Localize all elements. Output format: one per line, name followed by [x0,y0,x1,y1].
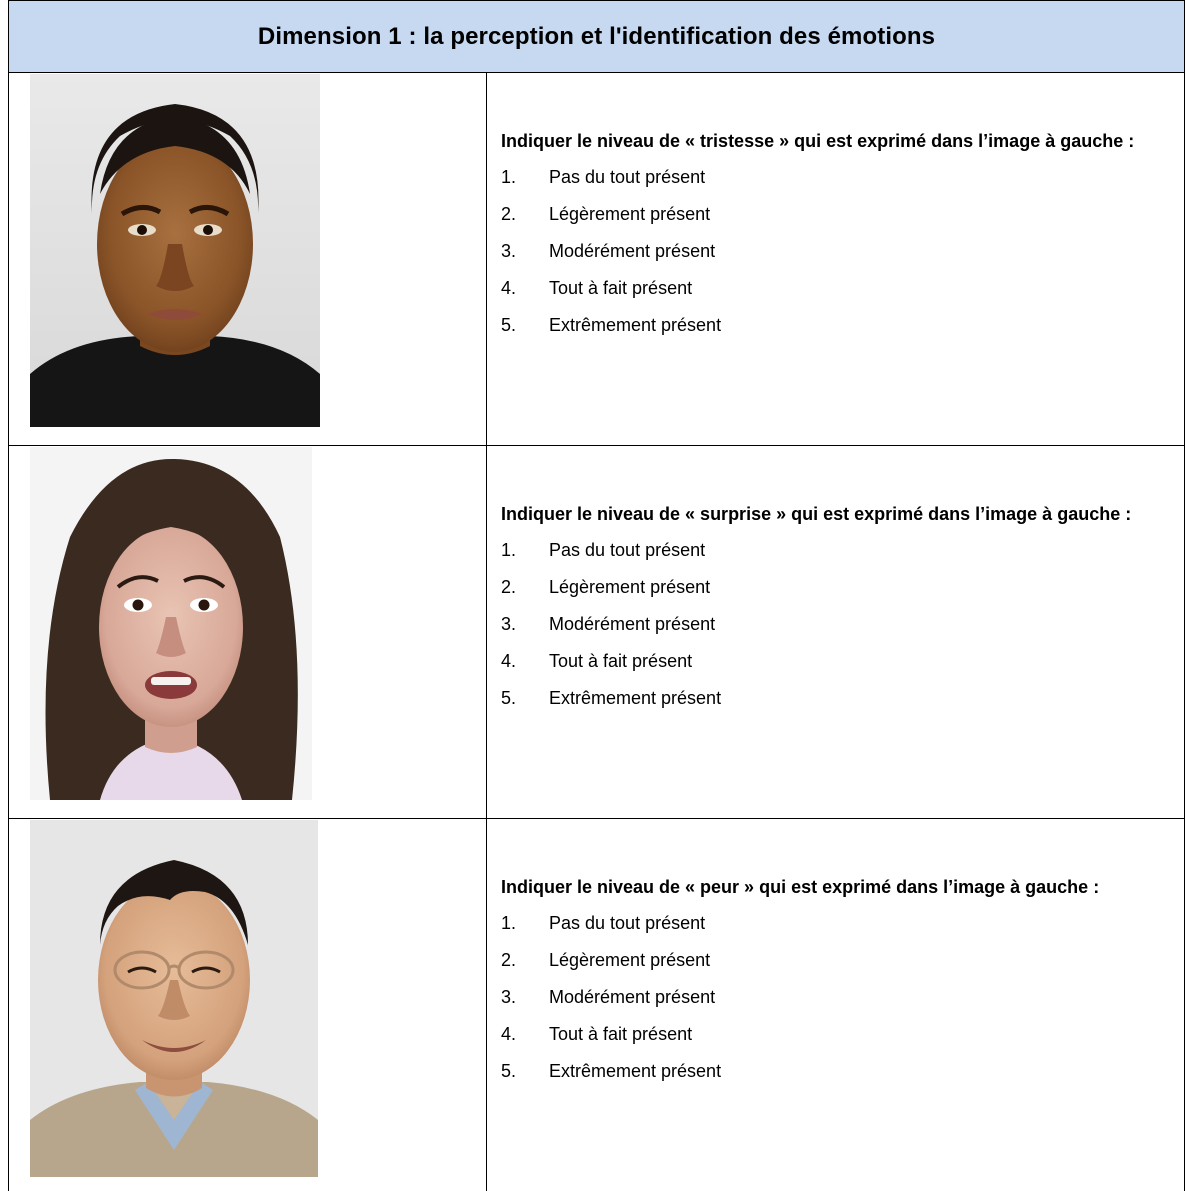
face-photo-woman-short-hair-icon [30,74,320,427]
option-number: 4. [501,1024,517,1044]
option-number: 1. [501,167,517,187]
option-label: Légèrement présent [549,950,711,970]
face-photo-sadness [30,74,320,427]
option-number: 1. [501,913,517,933]
option-item[interactable]: 1. Pas du tout présent [501,905,1171,942]
option-number: 1. [501,540,517,560]
option-label: Tout à fait présent [549,278,693,298]
option-item[interactable]: 4. Tout à fait présent [501,270,1171,307]
option-item[interactable]: 2. Légèrement présent [501,942,1171,979]
option-number: 5. [501,688,517,708]
question-prompt: Indiquer le niveau de « surprise » qui e… [501,504,1132,524]
option-list: 1. Pas du tout présent 2. Légèrement prése… [501,532,1171,717]
option-number: 2. [501,950,517,970]
option-label: Modérément présent [549,614,716,634]
question-prompt: Indiquer le niveau de « peur » qui est e… [501,877,1100,897]
question-block: Indiquer le niveau de « peur » qui est e… [501,869,1171,1090]
face-photo-woman-long-hair-icon [30,447,312,800]
option-item[interactable]: 3. Modérément présent [501,233,1171,270]
option-label: Extrêmement présent [549,315,722,335]
option-number: 5. [501,1061,517,1081]
column-divider [486,73,487,1191]
face-photo-man-glasses-icon [30,820,318,1177]
option-number: 3. [501,614,517,634]
option-number: 3. [501,987,517,1007]
option-item[interactable]: 4. Tout à fait présent [501,1016,1171,1053]
question-row-sadness: Indiquer le niveau de « tristesse » qui … [9,73,1184,446]
option-number: 2. [501,204,517,224]
option-list: 1. Pas du tout présent 2. Légèrement prése… [501,159,1171,344]
option-label: Pas du tout présent [549,540,706,560]
question-block: Indiquer le niveau de « tristesse » qui … [501,123,1171,344]
option-label: Tout à fait présent [549,651,693,671]
question-block: Indiquer le niveau de « surprise » qui e… [501,496,1171,717]
face-photo-surprise [30,447,312,800]
option-item[interactable]: 3. Modérément présent [501,606,1171,643]
option-item[interactable]: 3. Modérément présent [501,979,1171,1016]
option-label: Tout à fait présent [549,1024,693,1044]
option-item[interactable]: 1. Pas du tout présent [501,159,1171,196]
questionnaire-table: Dimension 1 : la perception et l'identif… [8,0,1185,1191]
option-item[interactable]: 2. Légèrement présent [501,569,1171,606]
option-label: Légèrement présent [549,204,711,224]
option-label: Légèrement présent [549,577,711,597]
option-label: Extrêmement présent [549,1061,722,1081]
option-number: 5. [501,315,517,335]
option-item[interactable]: 2. Légèrement présent [501,196,1171,233]
option-list: 1. Pas du tout présent 2. Légèrement prése… [501,905,1171,1090]
table-header: Dimension 1 : la perception et l'identif… [9,0,1184,73]
option-label: Extrêmement présent [549,688,722,708]
option-label: Pas du tout présent [549,167,706,187]
question-row-surprise: Indiquer le niveau de « surprise » qui e… [9,446,1184,819]
question-row-fear: Indiquer le niveau de « peur » qui est e… [9,819,1184,1191]
option-label: Modérément présent [549,241,716,261]
option-item[interactable]: 5. Extrêmement présent [501,307,1171,344]
option-label: Modérément présent [549,987,716,1007]
option-label: Pas du tout présent [549,913,706,933]
question-prompt: Indiquer le niveau de « tristesse » qui … [501,131,1135,151]
page-title: Dimension 1 : la perception et l'identif… [257,22,936,50]
option-number: 2. [501,577,517,597]
option-number: 3. [501,241,517,261]
option-number: 4. [501,651,517,671]
option-item[interactable]: 1. Pas du tout présent [501,532,1171,569]
face-photo-fear [30,820,318,1177]
option-number: 4. [501,278,517,298]
option-item[interactable]: 5. Extrêmement présent [501,1053,1171,1090]
option-item[interactable]: 4. Tout à fait présent [501,643,1171,680]
option-item[interactable]: 5. Extrêmement présent [501,680,1171,717]
